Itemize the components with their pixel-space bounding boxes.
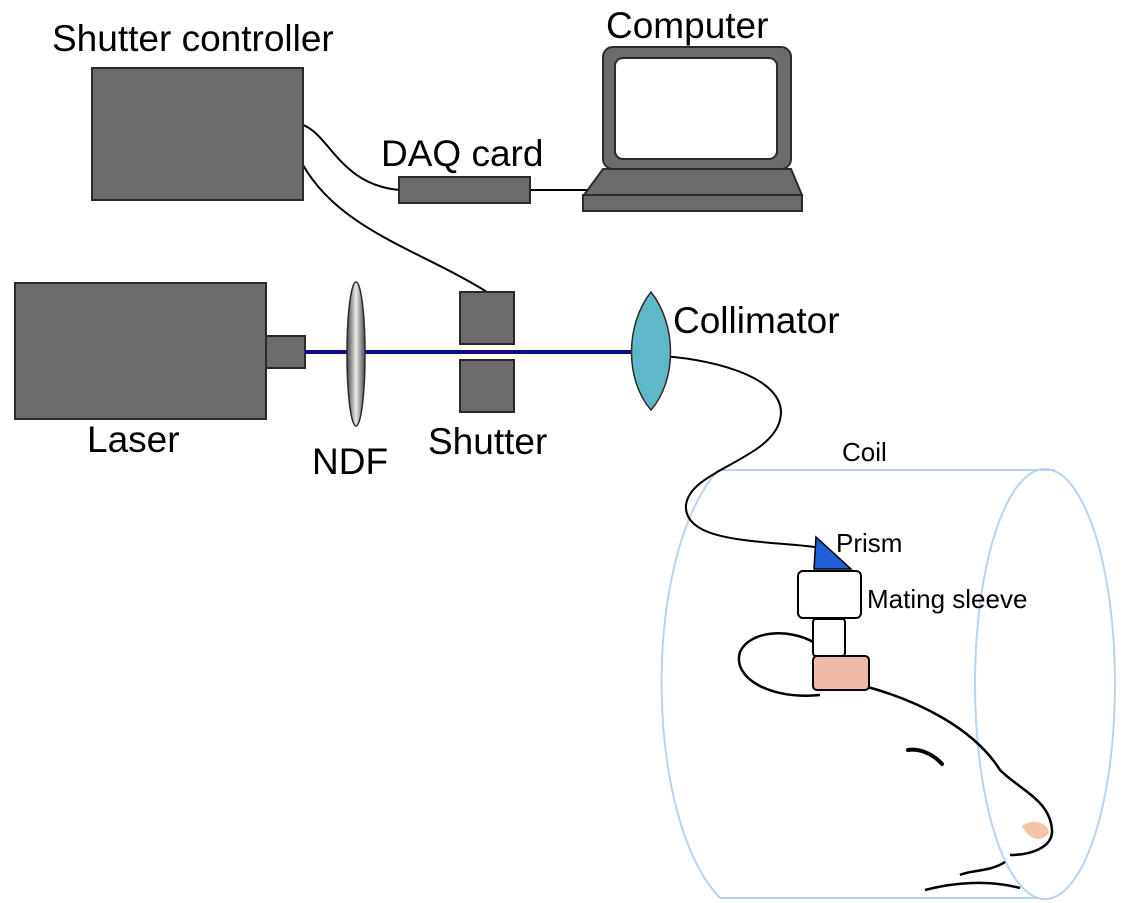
laser-aperture xyxy=(265,335,306,369)
mouse-illustration xyxy=(737,632,1054,892)
optical-fiber xyxy=(661,355,823,549)
ndf-filter xyxy=(346,281,366,427)
shutter-controller-box xyxy=(91,67,304,201)
shutter xyxy=(459,291,515,413)
laser-box xyxy=(14,282,267,420)
label-coil: Coil xyxy=(842,437,887,467)
ferrule xyxy=(812,618,846,657)
laptop-icon xyxy=(582,46,804,212)
label-prism: Prism xyxy=(836,528,902,558)
prism xyxy=(813,535,853,570)
label-shutter: Shutter xyxy=(428,421,547,462)
label-ndf: NDF xyxy=(312,441,388,482)
collimator-lens xyxy=(630,290,672,412)
implant-base xyxy=(812,655,870,691)
mating-sleeve xyxy=(797,570,862,619)
label-daq-card: DAQ card xyxy=(381,133,543,174)
daq-card xyxy=(398,176,531,204)
controller-to-daq-cable xyxy=(302,124,401,191)
coil xyxy=(660,468,1116,900)
label-mating-sleeve: Mating sleeve xyxy=(867,584,1027,614)
label-shutter-controller: Shutter controller xyxy=(52,18,334,59)
controller-to-shutter-cable xyxy=(302,164,488,293)
label-laser: Laser xyxy=(87,419,180,460)
label-collimator: Collimator xyxy=(673,300,840,341)
label-computer: Computer xyxy=(606,5,768,46)
